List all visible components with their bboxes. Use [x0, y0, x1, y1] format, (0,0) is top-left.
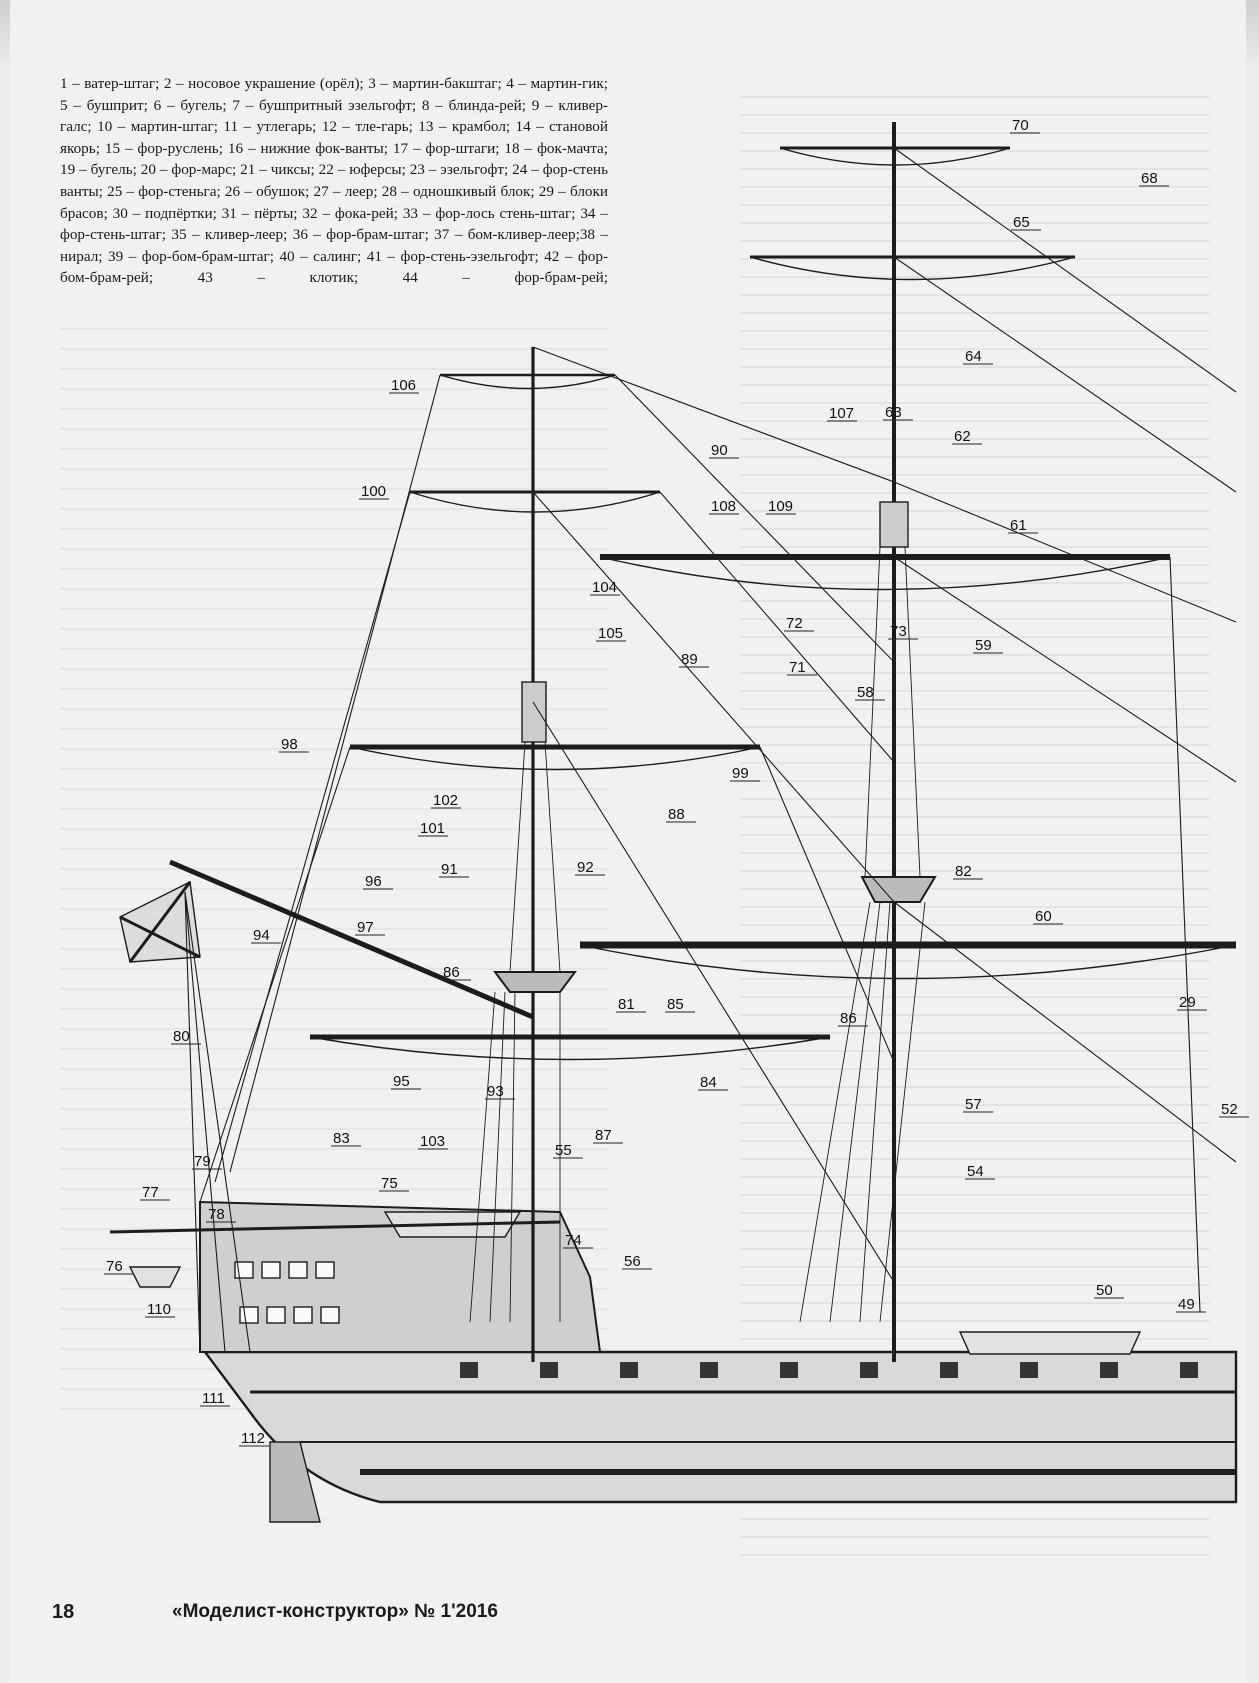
callout-86: 86	[443, 964, 460, 981]
callout-97: 97	[357, 919, 374, 936]
callout-106: 106	[391, 377, 416, 394]
callout-112: 112	[241, 1430, 265, 1447]
page-number: 18	[52, 1601, 75, 1623]
callout-74: 74	[565, 1232, 582, 1249]
callout-70: 70	[1012, 117, 1029, 134]
callout-104: 104	[592, 579, 617, 596]
stays	[184, 147, 1237, 1353]
callout-91: 91	[441, 861, 458, 878]
callout-92: 92	[577, 859, 594, 876]
callout-96: 96	[365, 873, 382, 890]
magazine-title: «Моделист-конструктор» № 1'2016	[172, 1601, 498, 1622]
callout-71: 71	[789, 659, 806, 676]
spanker-gaff	[169, 859, 534, 1020]
callout-76: 76	[106, 1258, 123, 1275]
callout-29: 29	[1179, 994, 1196, 1011]
callout-62: 62	[954, 428, 971, 445]
rudder	[269, 1441, 321, 1523]
callout-93: 93	[487, 1083, 504, 1100]
hull	[202, 1350, 1238, 1504]
callout-105: 105	[598, 625, 623, 642]
callout-55: 55	[555, 1142, 572, 1159]
callout-109: 109	[768, 498, 793, 515]
callout-52: 52	[1221, 1101, 1238, 1118]
callout-64: 64	[965, 348, 982, 365]
callout-107: 107	[829, 405, 854, 422]
callout-50: 50	[1096, 1282, 1113, 1299]
callout-85: 85	[667, 996, 684, 1013]
callout-77: 77	[142, 1184, 159, 1201]
callout-57: 57	[965, 1096, 982, 1113]
callout-61: 61	[1010, 517, 1027, 534]
callout-79: 79	[194, 1153, 211, 1170]
callout-99: 99	[732, 765, 749, 782]
callout-68: 68	[1141, 170, 1158, 187]
gun-ports	[460, 1362, 1198, 1378]
callout-111: 111	[202, 1390, 225, 1407]
callout-83: 83	[333, 1130, 350, 1147]
callout-labels: 70 68 65 64 107 63 106 62 90 100 108 109 61 104 105 72 7…	[104, 117, 1249, 1447]
callout-95: 95	[393, 1073, 410, 1090]
callout-80: 80	[173, 1028, 190, 1045]
shrouds	[469, 546, 926, 1323]
callout-90: 90	[711, 442, 728, 459]
callout-49: 49	[1178, 1296, 1195, 1313]
callout-63: 63	[885, 404, 902, 421]
rigging-legend: 1 – ватер-штаг; 2 – носовое украшение (о…	[60, 75, 608, 287]
callout-86: 86	[840, 1010, 857, 1027]
callout-103: 103	[420, 1133, 445, 1150]
callout-81: 81	[618, 996, 635, 1013]
callout-72: 72	[786, 615, 803, 632]
spanker-boom	[109, 1220, 561, 1234]
waist-boat	[958, 1331, 1142, 1355]
ship-rigging-drawing: 70 68 65 64 107 63 106 62 90 100 108 109 61 104 105 72 7…	[104, 117, 1249, 1523]
callout-94: 94	[253, 927, 270, 944]
callout-110: 110	[147, 1301, 171, 1318]
stern-boat	[128, 1266, 182, 1288]
callout-58: 58	[857, 684, 874, 701]
callout-98: 98	[281, 736, 298, 753]
background-text-showthrough	[740, 80, 1210, 1560]
callout-54: 54	[967, 1163, 984, 1180]
callout-101: 101	[420, 820, 445, 837]
callout-100: 100	[361, 483, 386, 500]
callout-73: 73	[890, 623, 907, 640]
callout-60: 60	[1035, 908, 1052, 925]
callout-82: 82	[955, 863, 972, 880]
callout-89: 89	[681, 651, 698, 668]
callout-108: 108	[711, 498, 736, 515]
callout-59: 59	[975, 637, 992, 654]
callout-88: 88	[668, 806, 685, 823]
callout-78: 78	[208, 1206, 225, 1223]
callout-87: 87	[595, 1127, 612, 1144]
callout-65: 65	[1013, 214, 1030, 231]
callout-84: 84	[700, 1074, 717, 1091]
callout-75: 75	[381, 1175, 398, 1192]
callout-102: 102	[433, 792, 458, 809]
callout-56: 56	[624, 1253, 641, 1270]
